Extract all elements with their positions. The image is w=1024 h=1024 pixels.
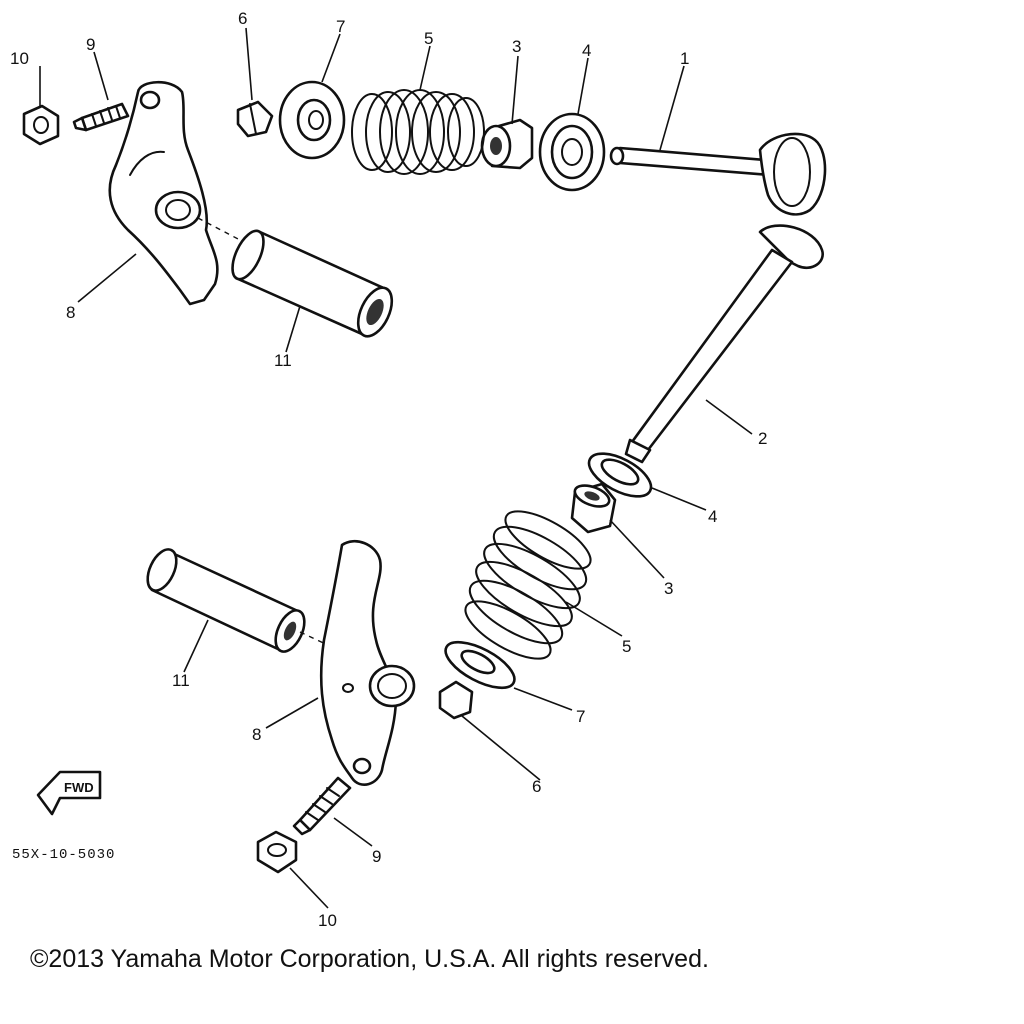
callout-upper-spring-seat: 4	[582, 41, 591, 60]
callout-upper-rocker-shaft: 11	[274, 351, 292, 370]
diagram-code: 55X-10-5030	[12, 847, 116, 863]
callout-lower-spring-seat: 4	[708, 507, 717, 526]
lower-spring-seat[interactable]	[582, 445, 657, 505]
lower-valve[interactable]	[624, 224, 824, 464]
upper-rocker-shaft[interactable]	[226, 226, 399, 341]
lower-adjusting-screw[interactable]	[292, 776, 352, 836]
callout-lower-valve-spring: 5	[622, 637, 631, 656]
lower-rocker-arm[interactable]	[319, 539, 416, 786]
upper-valve-spring[interactable]	[351, 89, 485, 175]
callout-upper-rocker-arm: 8	[66, 303, 75, 322]
lower-spring-retainer[interactable]	[439, 633, 521, 697]
upper-spring-retainer[interactable]	[278, 80, 346, 160]
callout-upper-valve-spring: 5	[424, 29, 433, 48]
fwd-label: FWD	[64, 780, 94, 795]
copyright-notice: ©2013 Yamaha Motor Corporation, U.S.A. A…	[30, 945, 709, 973]
exploded-parts-diagram: FWD 10 9 6 7 5 3 4 1 8 11 2 4 3 5 7 6 11…	[10, 9, 827, 930]
fwd-direction-marker: FWD	[36, 770, 102, 816]
upper-adjusting-screw[interactable]	[72, 102, 130, 132]
lower-valve-seal[interactable]	[570, 481, 617, 534]
callout-upper-adjusting-screw: 9	[86, 35, 95, 54]
callout-lower-rocker-shaft: 11	[172, 671, 190, 690]
callout-upper-valve-cotter: 6	[238, 9, 247, 28]
upper-valve[interactable]	[609, 132, 827, 216]
lower-valve-spring[interactable]	[457, 500, 598, 669]
callout-lower-rocker-arm: 8	[252, 725, 261, 744]
upper-spring-seat[interactable]	[538, 112, 606, 192]
callout-lower-adjusting-screw: 9	[372, 847, 381, 866]
upper-valve-seal[interactable]	[480, 118, 534, 170]
callout-upper-valve: 1	[680, 49, 689, 68]
upper-locknut[interactable]	[22, 104, 60, 146]
lower-locknut[interactable]	[256, 830, 298, 874]
callout-upper-locknut: 10	[10, 49, 29, 68]
callout-lower-spring-retainer: 7	[576, 707, 585, 726]
callout-lower-valve-seal: 3	[664, 579, 673, 598]
callout-lower-valve: 2	[758, 429, 767, 448]
callout-upper-valve-seal: 3	[512, 37, 521, 56]
upper-valve-cotter[interactable]	[236, 100, 274, 138]
callout-lower-locknut: 10	[318, 911, 337, 930]
callout-lower-valve-cotter: 6	[532, 777, 541, 796]
lower-rocker-shaft[interactable]	[142, 545, 310, 656]
lower-valve-cotter[interactable]	[438, 680, 474, 720]
callout-upper-spring-retainer: 7	[336, 17, 345, 36]
upper-rocker-arm[interactable]	[108, 80, 219, 306]
